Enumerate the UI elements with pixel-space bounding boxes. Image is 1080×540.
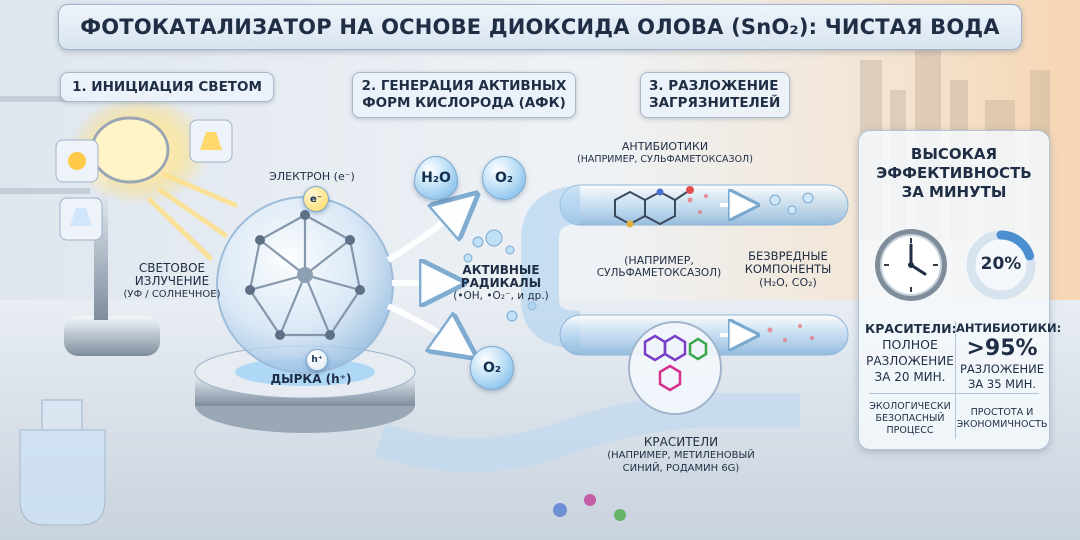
o2-top-molecule: O₂ (482, 156, 526, 200)
hole-label: ДЫРКА (h⁺) (270, 372, 352, 386)
antibiotics-example2-line2: СУЛЬФАМЕТОКСАЗОЛ) (596, 267, 722, 279)
page-title: ФОТОКАТАЛИЗАТОР НА ОСНОВЕ ДИОКСИДА ОЛОВА… (80, 15, 1000, 39)
electron-label: ЭЛЕКТРОН (e⁻) (269, 170, 355, 183)
antibiotics-example2-line1: (НАПРИМЕР, (624, 254, 694, 267)
antibiotics-title: АНТИБИОТИКИ (621, 140, 709, 153)
antibiotics-result: АНТИБИОТИКИ: >95% РАЗЛОЖЕНИЕ ЗА 35 МИН. (956, 321, 1062, 392)
title-bar: ФОТОКАТАЛИЗАТОР НА ОСНОВЕ ДИОКСИДА ОЛОВА… (58, 4, 1022, 50)
h2o-molecule: H₂O (414, 156, 458, 200)
radicals-line3: (•OH, •O₂⁻, и др.) (453, 290, 549, 302)
o2-bottom-molecule: O₂ (470, 346, 514, 390)
dyes-result-line4: ЗА 20 МИН. (874, 370, 946, 384)
harmless-line3: (H₂O, CO₂) (759, 276, 817, 289)
light-label-line3: (УФ / СОЛНЕЧНОЕ) (123, 289, 221, 300)
antibiotics-example: (НАПРИМЕР, СУЛЬФАМЕТОКСАЗОЛ) (577, 154, 753, 165)
efficiency-heading: ВЫСОКАЯ ЭФФЕКТИВНОСТЬ ЗА МИНУТЫ (859, 145, 1049, 202)
efficiency-heading-line1: ВЫСОКАЯ (910, 145, 998, 163)
eco-line3: ПРОЦЕСС (886, 425, 934, 436)
step-1-text: 1. ИНИЦИАЦИЯ СВЕТОМ (72, 78, 262, 95)
clock-icon (875, 229, 947, 301)
progress-value: 20% (980, 254, 1022, 274)
electron-symbol: e⁻ (309, 193, 323, 205)
efficiency-panel: ВЫСОКАЯ ЭФФЕКТИВНОСТЬ ЗА МИНУТЫ 20% КРАС… (858, 130, 1062, 450)
antibiotics-result-value: >95% (966, 336, 1038, 361)
step-2-label: 2. ГЕНЕРАЦИЯ АКТИВНЫХ ФОРМ КИСЛОРОДА (АФ… (352, 72, 576, 118)
eco-line1: ЭКОЛОГИЧЕСКИ (869, 401, 951, 412)
light-label-line1: СВЕТОВОЕ (138, 261, 206, 275)
o2-bottom-label: O₂ (482, 360, 502, 376)
dyes-result-line2: ПОЛНОЕ (882, 337, 938, 352)
harmless-line1: БЕЗВРЕДНЫЕ (748, 249, 828, 263)
harmless-components-label: БЕЗВРЕДНЫЕ КОМПОНЕНТЫ (H₂O, CO₂) (738, 249, 838, 290)
electron-badge: e⁻ (303, 186, 329, 212)
antibiotics-example-2: (НАПРИМЕР, СУЛЬФАМЕТОКСАЗОЛ) (594, 254, 724, 280)
eco-note: ЭКОЛОГИЧЕСКИ БЕЗОПАСНЫЙ ПРОЦЕСС (865, 401, 955, 437)
step-2-line1: 2. ГЕНЕРАЦИЯ АКТИВНЫХ (361, 78, 567, 94)
antibiotics-label: АНТИБИОТИКИ (НАПРИМЕР, СУЛЬФАМЕТОКСАЗОЛ) (570, 140, 760, 166)
cost-line2: ЭКОНОМИЧНОСТЬ (956, 419, 1048, 430)
efficiency-heading-line3: ЗА МИНУТЫ (901, 183, 1007, 201)
antibiotics-result-line1: АНТИБИОТИКИ: (956, 321, 1062, 335)
o2-top-label: O₂ (494, 170, 514, 186)
step-3-line2: ЗАГРЯЗНИТЕЛЕЙ (649, 95, 781, 111)
cost-note: ПРОСТОТА И ЭКОНОМИЧНОСТЬ (956, 407, 1048, 431)
dyes-label: КРАСИТЕЛИ (НАПРИМЕР, МЕТИЛЕНОВЫЙ СИНИЙ, … (606, 436, 756, 475)
cost-line1: ПРОСТОТА И (970, 407, 1034, 418)
step-1-label: 1. ИНИЦИАЦИЯ СВЕТОМ (60, 72, 274, 102)
panel-divider-horizontal (869, 393, 1039, 394)
light-label-line2: ИЗЛУЧЕНИЕ (134, 274, 210, 288)
h2o-label: H₂O (421, 170, 451, 186)
eco-line2: БЕЗОПАСНЫЙ (875, 413, 945, 424)
dyes-result-line3: РАЗЛОЖЕНИЕ (866, 354, 954, 368)
dyes-title: КРАСИТЕЛИ (643, 435, 719, 449)
antibiotics-result-line3: РАЗЛОЖЕНИЕ (959, 362, 1045, 376)
dyes-result: КРАСИТЕЛИ: ПОЛНОЕ РАЗЛОЖЕНИЕ ЗА 20 МИН. (865, 321, 957, 385)
panel-divider-vertical (955, 321, 956, 439)
dyes-example-line2: СИНИЙ, РОДАМИН 6G) (622, 463, 740, 474)
progress-ring-fill (966, 230, 1036, 300)
radicals-label: АКТИВНЫЕ РАДИКАЛЫ (•OH, •O₂⁻, и др.) (448, 264, 554, 303)
step-3-label: 3. РАЗЛОЖЕНИЕ ЗАГРЯЗНИТЕЛЕЙ (640, 72, 790, 118)
radicals-line2: РАДИКАЛЫ (460, 276, 542, 290)
progress-ring (966, 230, 1036, 300)
step-3-line1: 3. РАЗЛОЖЕНИЕ (649, 78, 779, 94)
efficiency-heading-line2: ЭФФЕКТИВНОСТЬ (876, 164, 1032, 182)
hole-symbol: h⁺ (311, 355, 323, 365)
dyes-result-line1: КРАСИТЕЛИ: (865, 321, 957, 336)
light-source-label: СВЕТОВОЕ ИЗЛУЧЕНИЕ (УФ / СОЛНЕЧНОЕ) (122, 262, 222, 301)
harmless-line2: КОМПОНЕНТЫ (744, 262, 832, 276)
radicals-line1: АКТИВНЫЕ (462, 263, 540, 277)
step-2-line2: ФОРМ КИСЛОРОДА (АФК) (362, 95, 566, 111)
hole-badge: h⁺ (306, 349, 328, 371)
antibiotics-result-line4: ЗА 35 МИН. (967, 377, 1036, 391)
dyes-example-line1: (НАПРИМЕР, МЕТИЛЕНОВЫЙ (607, 450, 755, 461)
